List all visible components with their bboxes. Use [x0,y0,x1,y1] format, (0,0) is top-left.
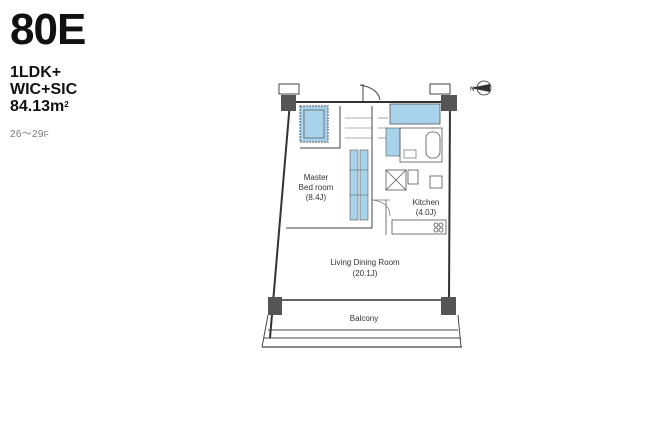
compass-icon: N [470,80,492,96]
floor-suffix: F [43,130,49,139]
compass-label: N [470,87,474,93]
plan-type-line1: 1LDK+ [10,64,62,81]
master-bedroom-label-line2: Bed room [299,183,334,192]
entry-hall [345,117,388,139]
floor-range-value: 26～29 [10,129,44,140]
kitchen-label: Kitchen [413,198,440,207]
pillars [268,95,457,315]
bedroom-walls [286,106,373,229]
walk-in-closet [299,105,329,143]
unit-code: 80E [10,5,86,54]
kitchen-counter [385,169,447,235]
area-value: 84.13m [10,98,65,115]
kitchen-size: (4.0J) [416,208,437,217]
unit-area: 84.13m2 [10,98,85,115]
master-bedroom-size: (8.4J) [306,193,327,202]
balcony-area [261,314,462,348]
bedroom-closets [349,149,369,221]
area-unit-superscript: 2 [64,100,69,109]
master-bedroom-label-line1: Master [304,173,329,182]
wet-areas [385,103,443,163]
living-dining-label: Living Dining Room [330,258,400,267]
top-openings [278,83,451,101]
unit-header: 80E 1LDK+ WIC+SIC 84.13m2 26～29F [10,5,86,141]
doors [371,199,391,217]
balcony-label: Balcony [350,314,378,323]
floor-range: 26～29F [10,125,85,140]
plan-type-line2: WIC+SIC [10,81,78,98]
living-dining-size: (20.1J) [353,269,378,278]
